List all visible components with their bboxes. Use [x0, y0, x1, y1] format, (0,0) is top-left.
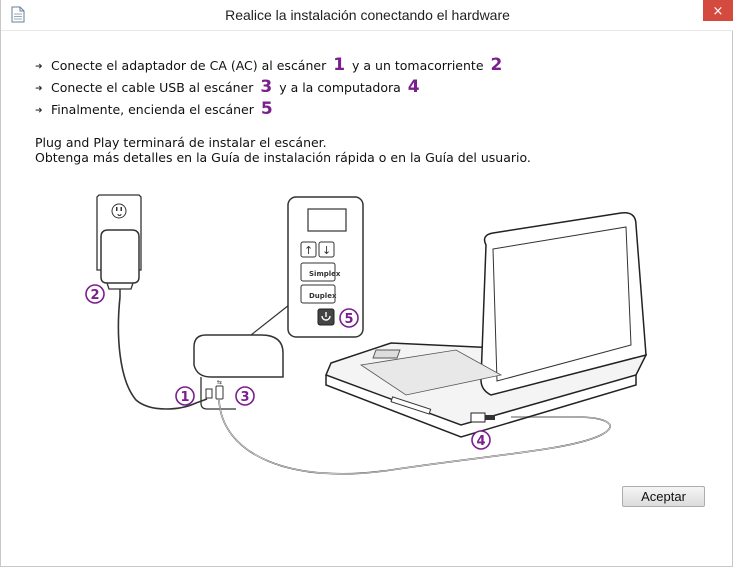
- svg-text:2: 2: [90, 288, 99, 303]
- title-bar: Realice la instalación conectando el har…: [1, 0, 733, 31]
- down-arrow-icon: ↓: [322, 244, 331, 257]
- step-text: y a la computadora: [279, 80, 401, 95]
- svg-text:⇆: ⇆: [217, 379, 222, 386]
- power-cable: [117, 296, 208, 410]
- callout-5: 5: [339, 308, 359, 328]
- document-icon: [11, 6, 25, 23]
- step-item-3: ➜ Finalmente, encienda el escáner 5: [35, 98, 505, 120]
- step-number: 5: [260, 99, 273, 119]
- duplex-label: Duplex: [309, 292, 337, 300]
- window-title: Realice la instalación conectando el har…: [225, 7, 510, 23]
- step-text: Conecte el cable USB al escáner: [50, 80, 254, 95]
- callout-3: 3: [235, 386, 255, 406]
- hardware-illustration: ⇆ ↑ ↓ Simplex Duplex: [85, 194, 648, 475]
- svg-text:4: 4: [476, 434, 485, 449]
- power-adapter-icon: [100, 229, 140, 297]
- callout-1: 1: [175, 386, 195, 406]
- info-line-2: Obtenga más detalles en la Guía de insta…: [35, 150, 531, 165]
- step-item-1: ➜ Conecte el adaptador de CA (AC) al esc…: [35, 54, 505, 76]
- svg-text:5: 5: [344, 312, 353, 327]
- step-text: y a un tomacorriente: [352, 58, 484, 73]
- info-line-1: Plug and Play terminará de instalar el e…: [35, 135, 327, 150]
- svg-text:1: 1: [180, 390, 189, 405]
- step-number: 4: [407, 77, 420, 97]
- step-number: 3: [260, 77, 273, 97]
- laptop-icon: [325, 212, 648, 438]
- up-arrow-icon: ↑: [304, 244, 313, 257]
- arrow-bullet-icon: ➜: [35, 61, 43, 72]
- arrow-bullet-icon: ➜: [35, 105, 43, 116]
- scanner-icon: ⇆: [193, 334, 284, 410]
- svg-text:3: 3: [240, 390, 249, 405]
- step-item-2: ➜ Conecte el cable USB al escáner 3 y a …: [35, 76, 505, 98]
- instruction-steps: ➜ Conecte el adaptador de CA (AC) al esc…: [35, 54, 505, 120]
- step-number: 2: [490, 55, 503, 75]
- arrow-bullet-icon: ➜: [35, 83, 43, 94]
- simplex-label: Simplex: [309, 270, 341, 278]
- close-button[interactable]: ×: [703, 0, 733, 21]
- callout-4: 4: [471, 430, 491, 450]
- step-text: Conecte el adaptador de CA (AC) al escán…: [50, 58, 327, 73]
- callout-2: 2: [85, 284, 105, 304]
- control-panel: ↑ ↓ Simplex Duplex: [287, 196, 364, 338]
- step-text: Finalmente, encienda el escáner: [50, 102, 254, 117]
- power-icon: [321, 312, 331, 321]
- accept-button[interactable]: Aceptar: [622, 486, 705, 507]
- info-text: Plug and Play terminará de instalar el e…: [35, 135, 531, 165]
- step-number: 1: [333, 55, 346, 75]
